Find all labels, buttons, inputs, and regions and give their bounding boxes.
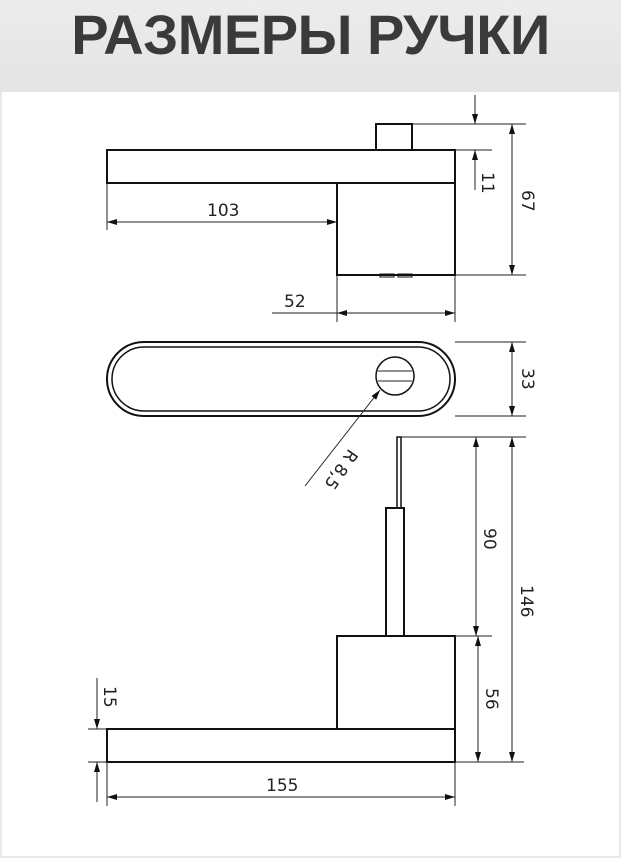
- page-title: РАЗМЕРЫ РУЧКИ: [71, 3, 550, 66]
- rosette-block: [336, 635, 456, 730]
- screw-circle: [375, 356, 415, 396]
- dim-67: 67: [517, 190, 537, 212]
- header: РАЗМЕРЫ РУЧКИ: [0, 0, 621, 92]
- body-block: [336, 182, 456, 276]
- dim-146: 146: [516, 585, 536, 617]
- dim-90: 90: [479, 528, 499, 550]
- top-view: 11 67 103 52: [106, 95, 537, 322]
- dim-52: 52: [284, 292, 306, 312]
- side-view: 90 146 56 15 155: [88, 436, 536, 806]
- dim-56: 56: [481, 688, 501, 710]
- dim-11: 11: [477, 172, 497, 194]
- spindle: [385, 507, 405, 637]
- dim-15: 15: [99, 686, 119, 708]
- handle-outline: [106, 341, 456, 417]
- lever-base: [106, 728, 456, 763]
- dim-103: 103: [207, 201, 239, 221]
- dim-r85: R 8,5: [320, 445, 362, 493]
- dim-155: 155: [266, 776, 298, 796]
- lever-bar: [106, 149, 456, 184]
- knob: [375, 123, 413, 151]
- dim-33: 33: [517, 368, 537, 390]
- plan-view: 33 R 8,5: [106, 341, 537, 493]
